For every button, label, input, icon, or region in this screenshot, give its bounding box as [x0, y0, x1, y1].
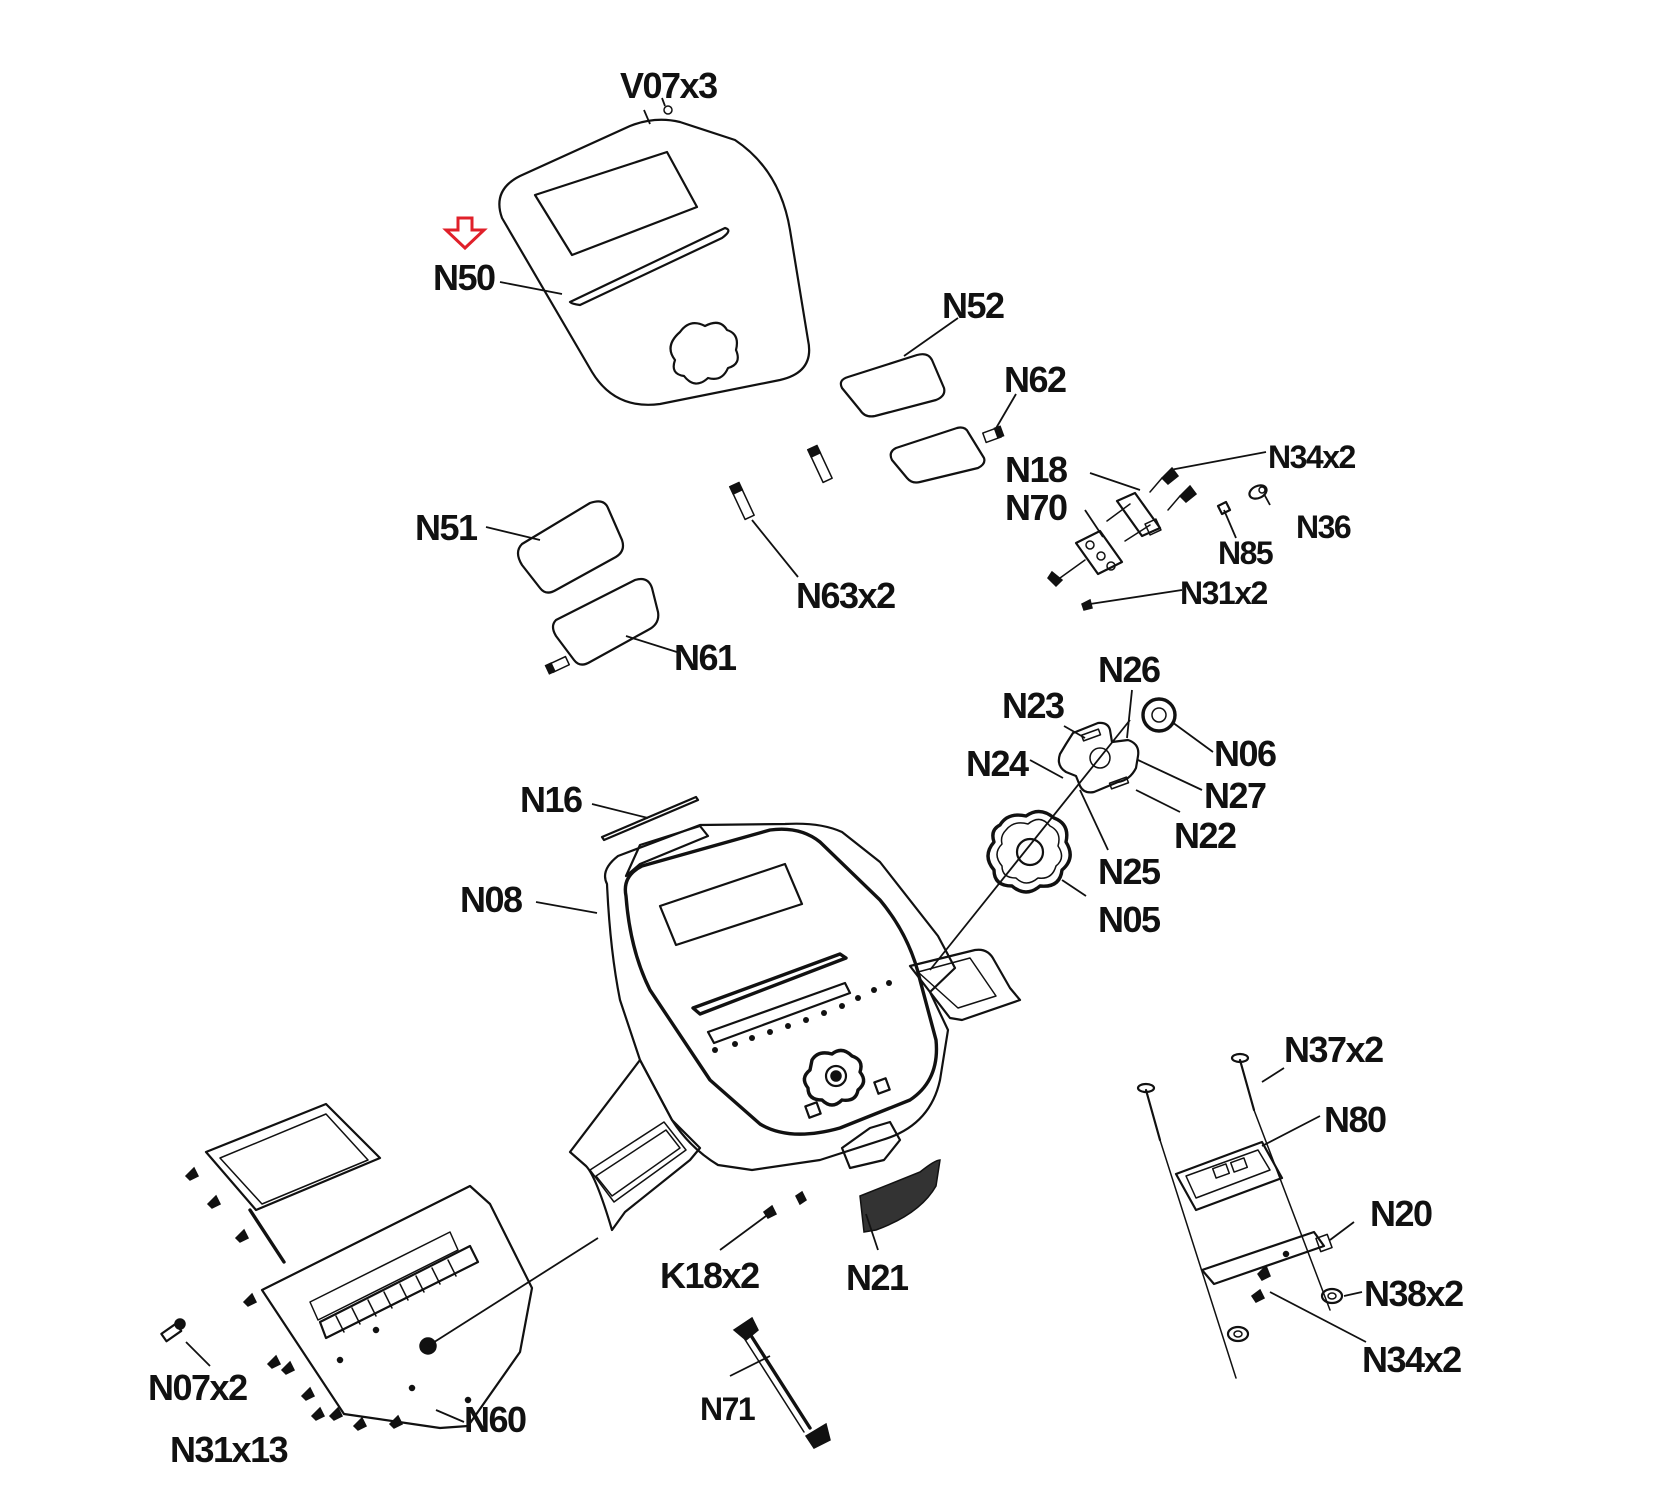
- part-n70-block[interactable]: [1059, 529, 1124, 579]
- callout-n25: N25: [1098, 851, 1161, 892]
- part-n07-bolt[interactable]: [160, 1318, 186, 1343]
- callout-n52: N52: [942, 285, 1004, 326]
- console-slot: [691, 952, 848, 1016]
- console-dpad[interactable]: [802, 1048, 866, 1107]
- callout-n70: N70: [1005, 487, 1067, 528]
- part-n22-n27-hub[interactable]: [1057, 721, 1140, 794]
- part-n71-rod[interactable]: [732, 1316, 831, 1449]
- down-arrow-icon: [442, 216, 488, 251]
- part-n08-console-housing[interactable]: [568, 822, 1022, 1232]
- callout-n60: N60: [464, 1399, 526, 1440]
- callout-n20: N20: [1370, 1193, 1432, 1234]
- part-n31-screw-b[interactable]: [1081, 598, 1093, 611]
- part-n31-screw-a[interactable]: [1047, 570, 1064, 588]
- callout-n34x2-bottom: N34x2: [1362, 1339, 1461, 1380]
- callout-k18x2: K18x2: [660, 1255, 759, 1296]
- callout-n34x2-top: N34x2: [1268, 439, 1356, 475]
- part-n62-pad[interactable]: [889, 426, 986, 484]
- part-n36-nut[interactable]: [1247, 483, 1268, 501]
- part-n34-screw-top-a[interactable]: [1160, 466, 1180, 486]
- callout-n71: N71: [700, 1391, 755, 1427]
- callout-labels: V07x3 N50 N52 N62 N18 N34x2 N70 N36 N85 …: [148, 65, 1465, 1470]
- callout-n38x2: N38x2: [1364, 1273, 1463, 1314]
- callout-n62: N62: [1004, 359, 1066, 400]
- callout-n85: N85: [1218, 535, 1273, 571]
- callout-n05: N05: [1098, 899, 1161, 940]
- part-n37-bolts[interactable]: [1136, 1052, 1331, 1379]
- callout-n06: N06: [1214, 733, 1276, 774]
- part-n61-pad[interactable]: [551, 577, 660, 666]
- callout-n37x2: N37x2: [1284, 1029, 1383, 1070]
- callout-n26: N26: [1098, 649, 1160, 690]
- console-button-small-a[interactable]: [873, 1077, 891, 1095]
- callout-n61: N61: [674, 637, 737, 678]
- console-button-row: [712, 980, 892, 1053]
- part-n34-screw-bottom-b[interactable]: [1250, 1288, 1266, 1303]
- part-n50-overlay[interactable]: [498, 118, 811, 406]
- part-lcd-module[interactable]: [204, 1102, 382, 1264]
- callout-n23: N23: [1002, 685, 1064, 726]
- part-n05-knob[interactable]: [986, 809, 1072, 894]
- console-lcd-strip: [706, 981, 852, 1045]
- part-n16-trim[interactable]: [600, 795, 700, 842]
- part-n38-washer-b[interactable]: [1226, 1325, 1250, 1343]
- callout-n51: N51: [415, 507, 478, 548]
- part-k18-screw-a[interactable]: [762, 1204, 778, 1219]
- part-n85-nut[interactable]: [1216, 500, 1232, 516]
- callout-n63x2: N63x2: [796, 575, 895, 616]
- console-display: [658, 862, 804, 947]
- part-n18-bracket[interactable]: [1106, 491, 1162, 542]
- callout-n36: N36: [1296, 509, 1351, 545]
- callout-v07x3: V07x3: [620, 65, 717, 106]
- housing-bottom-pocket: [840, 1120, 902, 1170]
- callout-n07x2: N07x2: [148, 1367, 247, 1408]
- overlay-display-window: [533, 150, 699, 257]
- callout-n18: N18: [1005, 449, 1067, 490]
- part-n52-pad[interactable]: [839, 353, 946, 418]
- callout-n27: N27: [1204, 775, 1266, 816]
- part-n80-block[interactable]: [1174, 1140, 1284, 1212]
- callout-n21: N21: [846, 1257, 909, 1298]
- part-n60-board[interactable]: [260, 1184, 534, 1430]
- part-n63-connector-b[interactable]: [806, 444, 833, 484]
- overlay-dpad-cutout: [669, 321, 739, 385]
- part-n38-washer-a[interactable]: [1320, 1287, 1344, 1305]
- housing-left-arm: [568, 1058, 702, 1232]
- callout-n31x13: N31x13: [170, 1429, 288, 1470]
- callout-n22: N22: [1174, 815, 1236, 856]
- part-k18-screw-b[interactable]: [795, 1190, 807, 1206]
- overlay-slot: [568, 226, 730, 307]
- callout-n50[interactable]: N50: [433, 257, 497, 298]
- part-n63-connector-a[interactable]: [728, 481, 755, 521]
- part-n20-plate[interactable]: [1200, 1230, 1333, 1286]
- part-n21-grille[interactable]: [859, 1159, 941, 1233]
- callout-n31x2: N31x2: [1180, 575, 1268, 611]
- callout-n24: N24: [966, 743, 1029, 784]
- callout-n80: N80: [1324, 1099, 1386, 1140]
- part-n34-screw-bottom-a[interactable]: [1257, 1264, 1271, 1281]
- leader-lines: [185, 281, 1367, 1423]
- callout-n16: N16: [520, 779, 582, 820]
- part-n06-washer[interactable]: [1141, 697, 1177, 733]
- part-n31-screws-group[interactable]: [184, 1166, 404, 1431]
- console-button-small-b[interactable]: [804, 1101, 822, 1119]
- part-n34-screw-top-b[interactable]: [1178, 484, 1198, 504]
- part-n51-pad[interactable]: [516, 500, 625, 594]
- callout-n08: N08: [460, 879, 522, 920]
- housing-right-arm: [908, 948, 1022, 1022]
